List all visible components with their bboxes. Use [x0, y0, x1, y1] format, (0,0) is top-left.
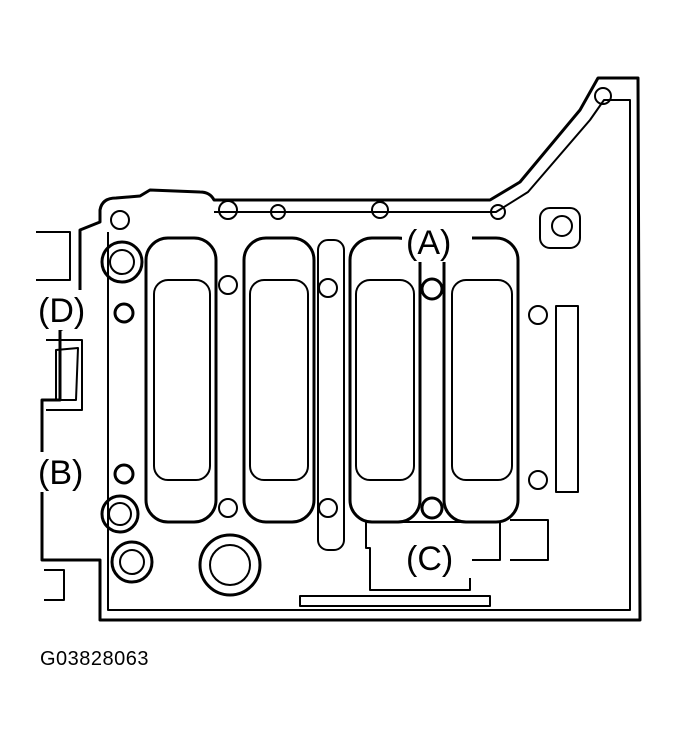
bolt-b: [113, 463, 135, 485]
label-a: (A): [406, 224, 451, 262]
top-holes: [110, 87, 612, 249]
side-holes: [100, 240, 548, 597]
lower-details: [44, 305, 579, 607]
block-outline: [36, 76, 642, 622]
label-c: (C): [406, 540, 453, 578]
label-b: (B): [38, 454, 83, 492]
highlighted-bolts: [113, 277, 444, 520]
bolt-c-lower: [420, 496, 444, 520]
label-d: (D): [38, 292, 85, 330]
figure-code: G03828063: [40, 648, 150, 670]
bolt-d: [113, 302, 135, 324]
bolt-a-upper: [420, 277, 444, 301]
bearing-openings: [144, 236, 520, 551]
